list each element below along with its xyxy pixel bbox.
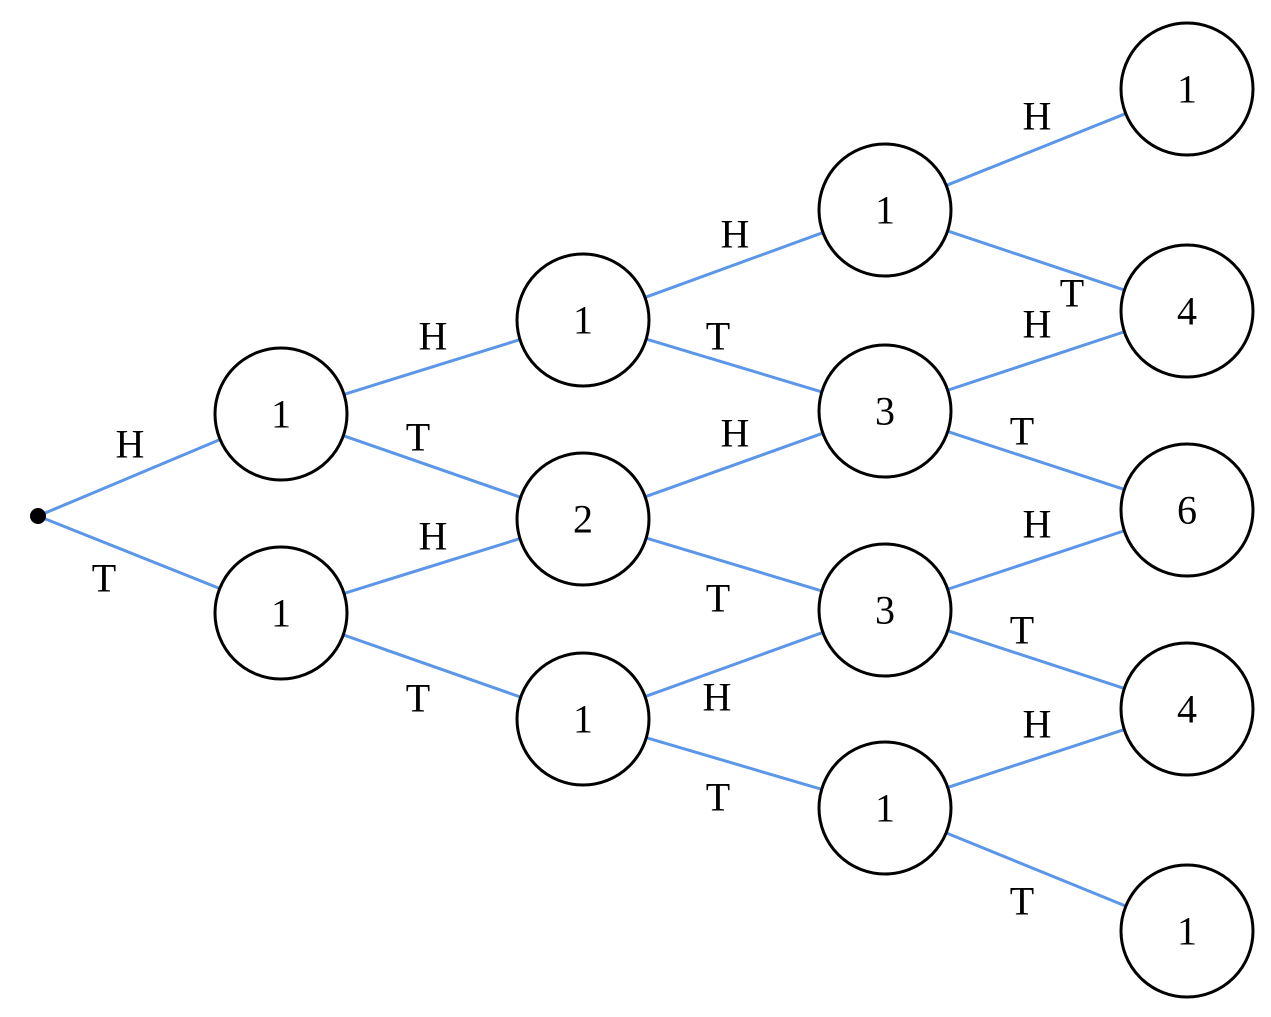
- node-circle: [213, 346, 349, 482]
- node-circle: [515, 451, 651, 587]
- edge-l1a-l2b: [342, 434, 522, 499]
- edge-l2c-l3c: [644, 630, 824, 699]
- edge-l3d-l4e: [945, 831, 1127, 908]
- edge-label-l3a-l4a: H: [1023, 94, 1052, 139]
- node-value: 6: [1177, 488, 1197, 533]
- edge-label-l3a-l4b: T: [1060, 271, 1084, 316]
- node-circle: [1119, 21, 1255, 157]
- nodes-layer: 1 1 1 2 1 1 3 3 1 1 4 6 4 1: [30, 21, 1255, 999]
- root-dot: [30, 508, 46, 524]
- tree-node-l1a: 1: [213, 346, 349, 482]
- node-circle: [515, 651, 651, 787]
- edge-label-l2c-l3d: T: [706, 775, 730, 820]
- edge-label-l3d-l4d: H: [1023, 702, 1052, 747]
- tree-node-l4d: 4: [1119, 641, 1255, 777]
- edge-l1a-l2a: [343, 338, 521, 396]
- tree-node-l1b: 1: [213, 545, 349, 681]
- edge-label-l1b-l2c: T: [406, 676, 430, 721]
- node-value: 3: [875, 389, 895, 434]
- edge-l3c-l4c: [947, 529, 1125, 591]
- tree-node-l3a: 1: [817, 142, 953, 278]
- node-circle: [817, 343, 953, 479]
- node-circle: [213, 545, 349, 681]
- edge-label-l3b-l4c: T: [1010, 409, 1034, 454]
- tree-node-l3c: 3: [817, 542, 953, 678]
- node-circle: [817, 142, 953, 278]
- edge-l3a-l4a: [945, 112, 1127, 187]
- edge-label-l2a-l3b: T: [706, 314, 730, 359]
- node-value: 1: [271, 591, 291, 636]
- tree-node-l4b: 4: [1119, 243, 1255, 379]
- tree-node-l2a: 1: [515, 252, 651, 388]
- edge-label-l1a-l2b: T: [406, 415, 430, 460]
- tree-node-l2c: 1: [515, 651, 651, 787]
- edge-label-l2a-l3a: H: [721, 212, 750, 257]
- node-value: 1: [1177, 909, 1197, 954]
- edge-l3a-l4b: [947, 229, 1125, 292]
- tree-node-l4e: 1: [1119, 863, 1255, 999]
- edge-label-root-l1a: H: [116, 422, 145, 467]
- edge-label-l2c-l3c: H: [703, 675, 732, 720]
- edge-l2a-l3a: [644, 231, 824, 299]
- node-value: 1: [573, 697, 593, 742]
- edge-l1b-l2c: [342, 633, 522, 699]
- edge-l3d-l4d: [947, 728, 1125, 789]
- tree-node-l3b: 3: [817, 343, 953, 479]
- edge-l2a-l3b: [645, 337, 823, 394]
- edge-label-l3c-l4d: T: [1010, 608, 1034, 653]
- edge-l2b-l3c: [645, 536, 823, 593]
- node-circle: [1119, 641, 1255, 777]
- node-value: 4: [1177, 289, 1197, 334]
- edges-layer: [37, 112, 1127, 908]
- node-circle: [515, 252, 651, 388]
- edge-l3b-l4b: [947, 330, 1125, 392]
- node-circle: [1119, 243, 1255, 379]
- edge-l3b-l4c: [947, 430, 1125, 491]
- edge-l1b-l2b: [343, 537, 521, 595]
- edge-label-l3c-l4c: H: [1023, 502, 1052, 547]
- node-circle: [1119, 863, 1255, 999]
- edge-l2c-l3d: [645, 736, 823, 791]
- node-value: 1: [271, 392, 291, 437]
- edge-label-root-l1b: T: [92, 556, 116, 601]
- node-circle: [817, 542, 953, 678]
- edge-label-l3d-l4e: T: [1010, 879, 1034, 924]
- edge-label-l1b-l2b: H: [419, 514, 448, 559]
- tree-node-l2b: 2: [515, 451, 651, 587]
- edge-label-l1a-l2a: H: [419, 314, 448, 359]
- node-circle: [1119, 442, 1255, 578]
- edge-label-l2b-l3c: T: [706, 576, 730, 621]
- node-value: 2: [573, 497, 593, 542]
- node-value: 1: [875, 786, 895, 831]
- edge-root-l1b: [37, 514, 221, 590]
- tree-node-l4c: 6: [1119, 442, 1255, 578]
- node-value: 1: [875, 188, 895, 233]
- node-value: 4: [1177, 687, 1197, 732]
- node-value: 1: [1177, 67, 1197, 112]
- tree-node-l3d: 1: [817, 740, 953, 876]
- edge-root-l1a: [37, 438, 221, 518]
- tree-node-l4a: 1: [1119, 21, 1255, 157]
- node-circle: [817, 740, 953, 876]
- edge-label-l2b-l3b: H: [721, 411, 750, 456]
- edge-l3c-l4d: [947, 629, 1125, 690]
- edge-label-l3b-l4b: H: [1023, 302, 1052, 347]
- edge-l2b-l3b: [644, 431, 824, 499]
- node-value: 3: [875, 588, 895, 633]
- node-value: 1: [573, 298, 593, 343]
